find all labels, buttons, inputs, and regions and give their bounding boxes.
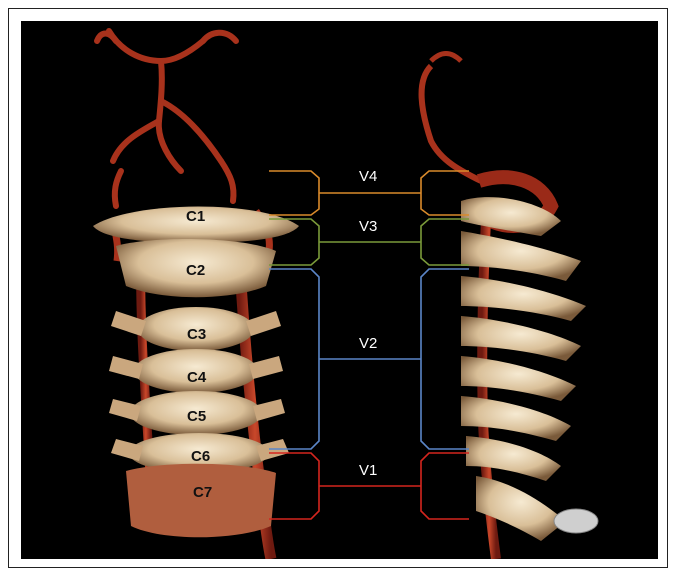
- segment-label-v2: V2: [359, 335, 377, 352]
- angiography-figure: C1 C2 C3 C4 C5 C6 C7: [21, 21, 658, 559]
- anterior-view: C1 C2 C3 C4 C5 C6 C7: [93, 31, 299, 559]
- lateral-bone-fragment: [554, 509, 598, 533]
- vertebra-label-c2: C2: [186, 262, 205, 279]
- vertebra-label-c3: C3: [187, 326, 206, 343]
- vertebra-label-c7: C7: [193, 484, 212, 501]
- segment-label-v3: V3: [359, 218, 377, 235]
- vertebra-label-c1: C1: [186, 208, 205, 225]
- lateral-vertebrae: [461, 197, 586, 541]
- vertebra-label-c4: C4: [187, 369, 207, 386]
- spine-artery-illustration: C1 C2 C3 C4 C5 C6 C7: [21, 21, 658, 559]
- vertebra-label-c6: C6: [191, 448, 210, 465]
- lateral-view: [422, 54, 598, 560]
- cerebral-arteries: [97, 31, 236, 206]
- segment-label-v1: V1: [359, 462, 377, 479]
- segment-label-v4: V4: [359, 168, 377, 185]
- vertebra-label-c5: C5: [187, 408, 206, 425]
